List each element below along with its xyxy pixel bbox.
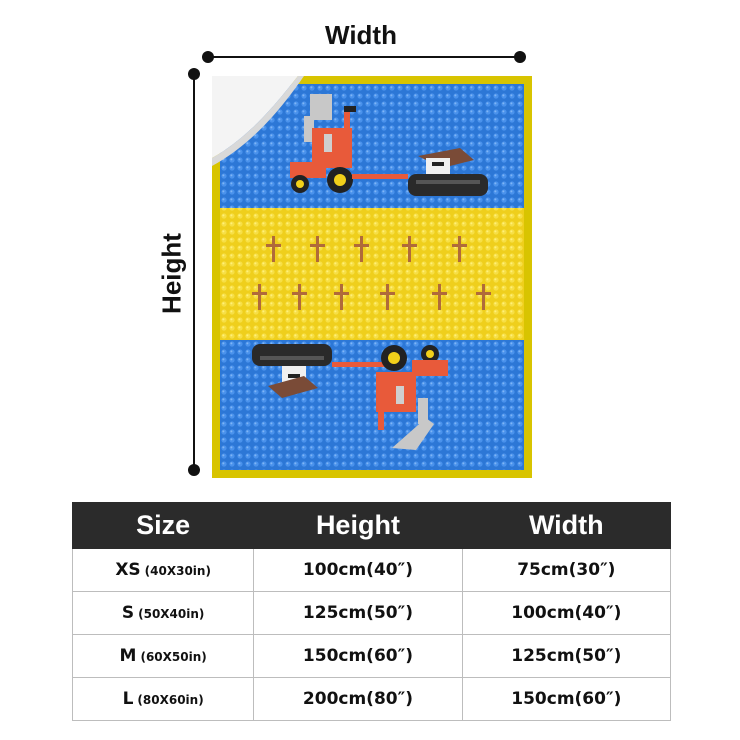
height-cell: 150cm(60″) [253,634,463,678]
width-cell: 125cm(50″) [461,634,672,678]
size-cell: L(80X60in) [71,677,255,721]
height-label: Height [156,233,187,314]
top-tank-graphic [408,148,488,196]
size-chart-table: Size Height Width XS(40X30in) 100cm(40″)… [71,502,672,721]
height-line-end-dot [188,464,200,476]
size-dims: (50X40in) [138,607,205,621]
middle-yellow-panel [220,208,524,340]
table-header-row: Size Height Width [71,502,672,549]
size-code: L [122,689,134,709]
size-dims: (80X60in) [137,693,204,707]
height-cell: 200cm(80″) [253,677,463,721]
bottom-tank-graphic [252,344,332,398]
table-row: L(80X60in) 200cm(80″) 150cm(60″) [71,677,672,721]
height-dimension-line [193,74,195,470]
blanket-image [212,76,532,478]
top-tractor-graphic [290,94,408,193]
width-line-end-dot [514,51,526,63]
size-code: M [119,646,137,666]
size-dims: (40X30in) [144,564,211,578]
width-label: Width [325,20,397,50]
size-cell: S(50X40in) [71,591,255,635]
size-cell: XS(40X30in) [71,548,255,592]
width-cell: 150cm(60″) [461,677,672,721]
height-cell: 125cm(50″) [253,591,463,635]
folded-corner [212,76,298,158]
header-width: Width [461,502,672,549]
table-row: S(50X40in) 125cm(50″) 100cm(40″) [71,591,672,635]
width-cell: 100cm(40″) [461,591,672,635]
header-height: Height [253,502,463,549]
table-row: M(60X50in) 150cm(60″) 125cm(50″) [71,634,672,678]
height-cell: 100cm(40″) [253,548,463,592]
table-row: XS(40X30in) 100cm(40″) 75cm(30″) [71,548,672,592]
width-dimension-line [208,56,520,58]
size-cell: M(60X50in) [71,634,255,678]
size-code: S [121,603,135,623]
bottom-tractor-graphic [332,345,448,450]
wheat-sprouts-graphic [252,236,491,310]
header-size: Size [71,502,255,549]
size-dims: (60X50in) [140,650,207,664]
width-cell: 75cm(30″) [461,548,672,592]
size-code: XS [115,560,141,580]
